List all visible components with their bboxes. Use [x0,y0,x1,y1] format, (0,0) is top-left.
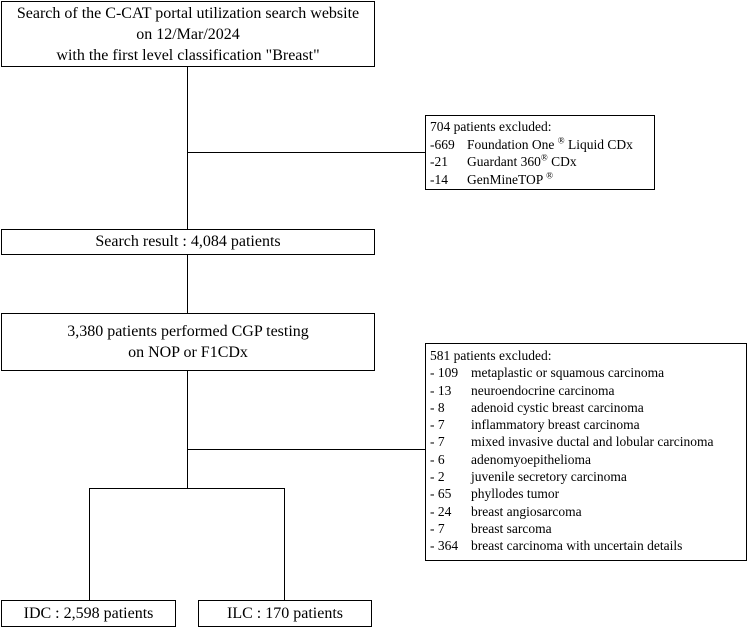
excluded-2-label: breast sarcoma [471,520,552,536]
excluded-1-label: Guardant 360® CDx [467,152,577,169]
excluded-2-count: - 7 [430,434,445,450]
excluded-2-label: metaplastic or squamous carcinoma [471,365,665,381]
excluded-2-item: - 7 breast sarcoma [430,520,746,537]
excluded-2-label: neuroendocrine carcinoma [471,382,615,398]
excluded-2-item: - 109 metaplastic or squamous carcinoma [430,364,746,381]
connector-cgp-to-split [187,370,189,488]
excluded-2-count: - 6 [430,451,445,467]
excluded-2-label: adenoid cystic breast carcinoma [471,399,644,415]
search-result-text: Search result : 4,084 patients [95,233,281,250]
excluded-2-item: - 7 mixed invasive ductal and lobular car… [430,433,746,450]
search-criteria-line-3: with the first level classification "Bre… [56,47,320,64]
excluded-box-2: 581 patients excluded: - 109 metaplastic … [425,343,747,561]
excluded-2-label: inflammatory breast carcinoma [471,417,640,433]
excluded-1-item: -669 Foundation One ® Liquid CDx [430,136,654,154]
search-criteria-box: Search of the C-CAT portal utilization s… [1,1,375,67]
excluded-1-item: -14 GenMineTOP ® [430,171,654,189]
excluded-2-count: - 7 [430,417,445,433]
excluded-2-label: juvenile secretory carcinoma [471,469,627,485]
excluded-1-count: -21 [430,154,448,169]
excluded-2-item: - 24 breast angiosarcoma [430,503,746,520]
ilc-text: ILC : 170 patients [227,605,343,622]
connector-result-to-cgp [187,254,189,313]
excluded-2-item: - 65 phyllodes tumor [430,485,746,502]
excluded-2-item: - 364 breast carcinoma with uncertain det… [430,537,746,554]
excluded-2-label: mixed invasive ductal and lobular carcin… [471,434,714,450]
search-criteria-line-1: Search of the C-CAT portal utilization s… [16,5,360,22]
connector-search-to-result [187,66,189,229]
connector-to-idc [89,488,91,601]
excluded-2-label: adenomyoepithelioma [471,451,591,467]
excluded-2-count: - 13 [430,382,452,398]
idc-text: IDC : 2,598 patients [23,605,154,622]
excluded-2-item: - 13 neuroendocrine carcinoma [430,382,746,399]
excluded-2-count: - 2 [430,469,445,485]
excluded-2-label: breast carcinoma with uncertain details [471,538,683,554]
excluded-1-count: -669 [430,136,455,152]
cgp-testing-line-1: 3,380 patients performed CGP testing [67,323,309,340]
excluded-2-item: - 6 adenomyoepithelioma [430,451,746,468]
excluded-1-item: -21 Guardant 360® CDx [430,153,654,171]
search-result-box: Search result : 4,084 patients [1,229,375,255]
excluded-1-header: 704 patients excluded: [430,119,552,134]
connector-to-excluded-2 [187,449,425,451]
excluded-2-item: - 2 juvenile secretory carcinoma [430,468,746,485]
excluded-2-count: - 7 [430,520,445,536]
excluded-2-count: - 364 [430,538,459,554]
cgp-testing-box: 3,380 patients performed CGP testing on … [1,313,375,371]
excluded-2-header: 581 patients excluded: [430,348,552,363]
cgp-testing-line-2: on NOP or F1CDx [128,344,248,361]
excluded-2-item: - 7 inflammatory breast carcinoma [430,416,746,433]
connector-to-excluded-1 [187,152,425,154]
excluded-1-label: GenMineTOP ® [467,170,553,187]
excluded-2-count: - 8 [430,399,445,415]
excluded-2-item: - 8 adenoid cystic breast carcinoma [430,399,746,416]
excluded-1-label: Foundation One ® Liquid CDx [467,135,633,152]
search-criteria-line-2: on 12/Mar/2024 [136,26,240,43]
excluded-2-label: phyllodes tumor [471,486,560,502]
excluded-2-count: - 65 [430,486,452,502]
connector-split-horizontal [89,488,285,490]
excluded-1-count: -14 [430,171,448,187]
excluded-2-label: breast angiosarcoma [471,503,582,519]
excluded-2-count: - 109 [430,365,459,381]
idc-box: IDC : 2,598 patients [1,600,176,627]
excluded-box-1: 704 patients excluded: -669 Foundation O… [425,115,655,190]
excluded-2-count: - 24 [430,503,452,519]
ilc-box: ILC : 170 patients [198,600,372,627]
connector-to-ilc [284,488,286,601]
